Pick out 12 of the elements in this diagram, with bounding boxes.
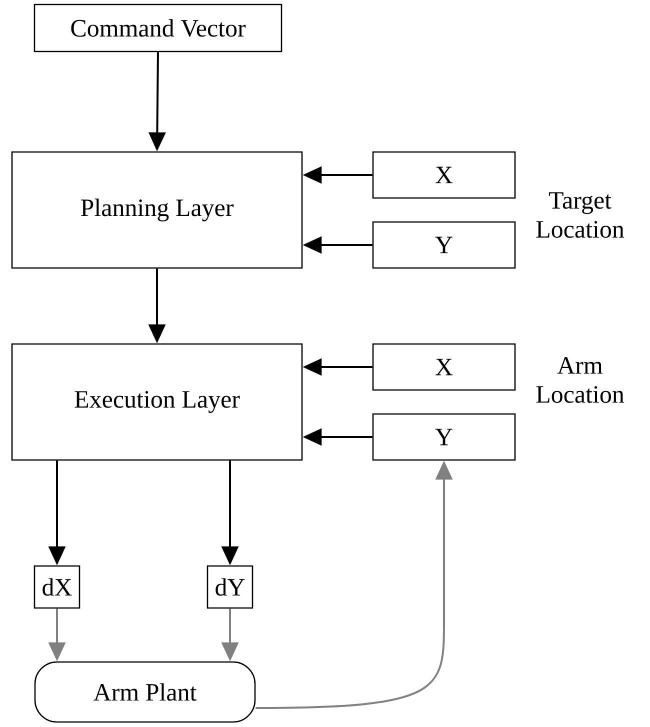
process-box: dY <box>206 565 254 609</box>
process-box: Y <box>372 413 516 461</box>
process-box: Command Vector <box>34 4 282 52</box>
process-box: X <box>372 343 516 391</box>
process-box: Planning Layer <box>11 151 303 269</box>
rounded-box: Arm Plant <box>34 661 256 723</box>
process-box: dX <box>34 565 80 609</box>
side-label: Target Location <box>536 192 624 238</box>
process-box: Y <box>372 221 516 269</box>
side-label: Arm Location <box>536 357 624 403</box>
process-box: Execution Layer <box>11 343 303 461</box>
process-box: X <box>372 151 516 199</box>
